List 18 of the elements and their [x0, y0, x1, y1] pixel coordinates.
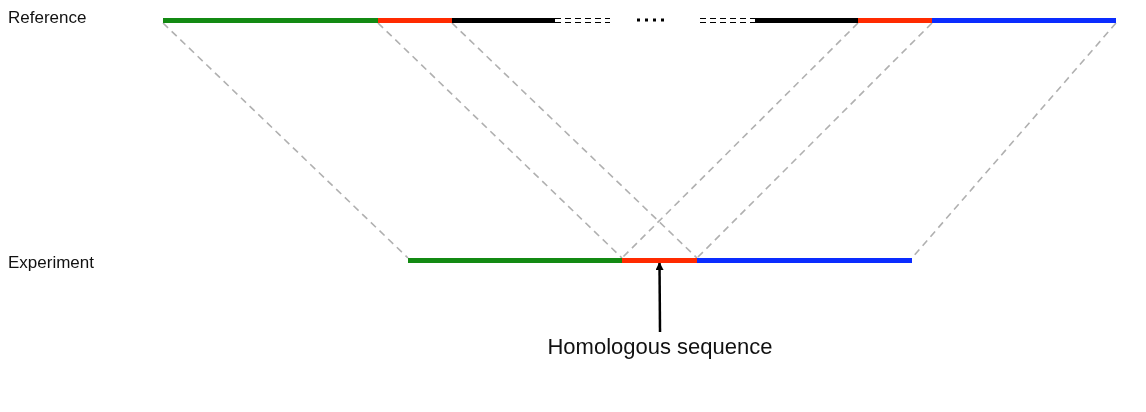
mapping-line — [377, 22, 623, 259]
mapping-line — [162, 22, 409, 259]
mapping-line — [696, 22, 933, 259]
mapping-line — [621, 22, 859, 259]
sequence-segment — [452, 18, 555, 23]
sequence-segment — [408, 258, 622, 263]
sequence-segment — [932, 18, 1116, 23]
sequence-segment — [858, 18, 932, 23]
sequence-segment — [622, 258, 697, 263]
annotation-text: Homologous sequence — [540, 332, 780, 361]
arrow — [655, 262, 664, 332]
sequence-segment — [163, 18, 378, 23]
sequence-segment — [697, 258, 912, 263]
sequence-segment — [755, 18, 858, 23]
row-label: Reference — [8, 8, 87, 28]
row-label: Experiment — [8, 253, 94, 273]
mapping-line — [451, 22, 698, 259]
sequence-segment — [378, 18, 452, 23]
